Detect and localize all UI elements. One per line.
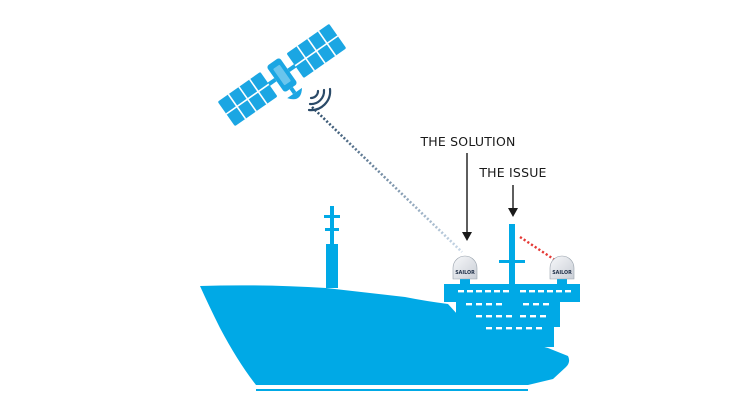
satellite-icon bbox=[218, 24, 346, 126]
antenna-issue-brand: SAILOR bbox=[552, 270, 572, 276]
arrow-issue-head-icon bbox=[508, 208, 518, 217]
front-mast bbox=[324, 206, 340, 288]
signal-waves-icon bbox=[307, 87, 332, 112]
antenna-issue-icon: SAILOR bbox=[549, 255, 575, 280]
label-the-solution: THE SOLUTION bbox=[419, 134, 515, 149]
satellite-left-panel bbox=[218, 72, 277, 126]
stern-mast bbox=[499, 224, 525, 284]
superstructure bbox=[444, 284, 580, 347]
ship-windows bbox=[458, 290, 571, 330]
antenna-solution-icon: SAILOR bbox=[452, 255, 478, 280]
antenna-solution-brand: SAILOR bbox=[455, 270, 475, 276]
label-the-issue: THE ISSUE bbox=[478, 165, 546, 180]
signal-beam-blocked bbox=[519, 235, 556, 262]
ship-icon bbox=[200, 206, 580, 385]
arrow-solution-head-icon bbox=[462, 232, 472, 241]
satellite-dish bbox=[287, 87, 302, 100]
satellite-right-panel bbox=[287, 24, 346, 78]
ship-hull bbox=[200, 285, 570, 385]
signal-beam-good bbox=[311, 106, 463, 253]
satellite-body bbox=[267, 58, 297, 92]
